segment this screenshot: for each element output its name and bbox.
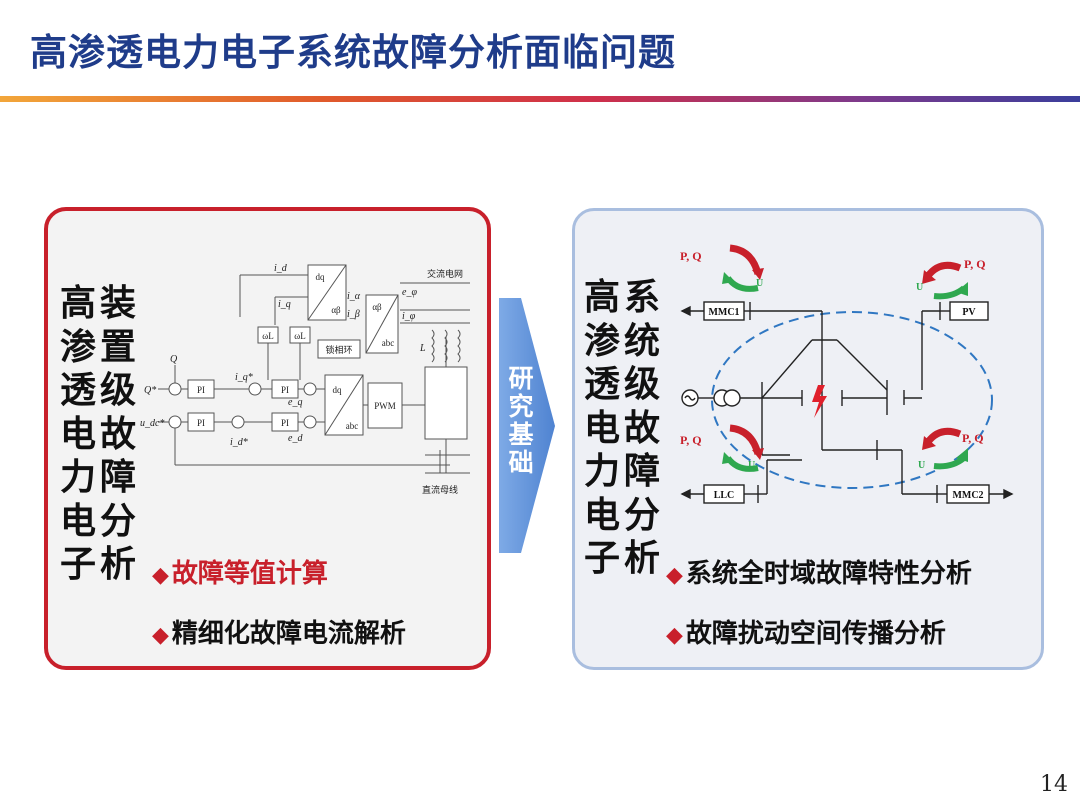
u-label-3: U: [748, 460, 755, 471]
node-pv: PV: [962, 307, 976, 318]
alpha-beta-label-1: αβ: [331, 305, 341, 315]
right-bullet-2-text: 故障扰动空间传播分析: [685, 619, 946, 649]
label-iq-ref: i_q*: [235, 372, 253, 383]
node-llc: LLC: [714, 490, 735, 501]
diamond-bullet-icon: ◆: [152, 623, 169, 648]
left-panel: [44, 207, 491, 670]
right-bullet-1: ◆系统全时域故障特性分析: [666, 553, 972, 590]
pq-label-1: P, Q: [680, 249, 702, 263]
abc-label-2: abc: [346, 421, 359, 431]
fault-lightning-icon: [812, 385, 827, 418]
label-ia: i_α: [347, 291, 361, 302]
slide-title: 高渗透电力电子系统故障分析面临问题: [30, 31, 676, 74]
wl-block-2: ωL: [294, 331, 305, 341]
right-bullet-2: ◆故障扰动空间传播分析: [666, 613, 946, 650]
left-bullet-1-text: 故障等值计算: [171, 559, 328, 589]
label-i-phi: i_φ: [402, 311, 416, 322]
research-basis-arrow: [499, 298, 555, 553]
u-label-2: U: [916, 282, 923, 293]
pwm-label: PWM: [374, 401, 396, 411]
label-ib: i_β: [347, 309, 360, 320]
node-mmc1: MMC1: [708, 307, 739, 318]
right-bullet-1-text: 系统全时域故障特性分析: [685, 559, 972, 589]
label-iq: i_q: [278, 299, 291, 310]
arrow-label: 研究基础: [508, 364, 534, 477]
pi-block-3: PI: [197, 418, 205, 428]
wl-block-1: ωL: [262, 331, 273, 341]
label-e-phi: e_φ: [402, 287, 417, 298]
dq-label-2: dq: [333, 385, 343, 395]
label-udc-ref: u_dc*: [140, 418, 164, 429]
pq-label-4: P, Q: [962, 431, 984, 445]
pi-block-2: PI: [281, 385, 289, 395]
diamond-bullet-icon: ◆: [152, 563, 169, 588]
page-number: 14: [1040, 772, 1068, 797]
diamond-bullet-icon: ◆: [666, 623, 683, 648]
dq-label-1: dq: [316, 272, 326, 282]
label-q-ref: Q*: [144, 385, 156, 396]
arrow-shape: [499, 298, 555, 553]
abc-label-1: abc: [382, 338, 395, 348]
label-id-ref: i_d*: [230, 437, 248, 448]
left-bullet-1: ◆故障等值计算: [152, 553, 328, 590]
diamond-bullet-icon: ◆: [666, 563, 683, 588]
label-l: L: [419, 343, 426, 354]
left-heading-col2: 装置级故障分析: [99, 283, 136, 585]
converter-control-diagram: i_d i_q i_q* i_d* Q Q* u_dc* e_q e_d i_α…: [140, 263, 470, 495]
system-network-diagram: P, Q P, Q P, Q P, Q U U U U MMC1 PV LLC …: [680, 244, 1014, 504]
right-heading-col2: 系统级故障分析: [623, 277, 660, 579]
left-bullet-2-text: 精细化故障电流解析: [171, 619, 406, 649]
label-q: Q: [170, 354, 178, 365]
grid-label: 交流电网: [427, 268, 463, 279]
pq-arrows: [722, 244, 968, 472]
left-heading-col1: 高渗透电力电子: [59, 283, 96, 585]
left-bullet-2: ◆精细化故障电流解析: [152, 613, 406, 650]
dc-bus-label: 直流母线: [422, 484, 458, 495]
pll-label: 锁相环: [325, 344, 352, 355]
title-underline: [0, 96, 1080, 102]
pi-block-1: PI: [197, 385, 205, 395]
pq-label-3: P, Q: [680, 433, 702, 447]
pq-label-2: P, Q: [964, 257, 986, 271]
node-mmc2: MMC2: [952, 490, 983, 501]
alpha-beta-label-2: αβ: [372, 302, 382, 312]
right-heading-col1: 高渗透电力电子: [583, 277, 620, 579]
fault-boundary: [711, 311, 993, 489]
label-eq: e_q: [288, 397, 302, 408]
label-ed: e_d: [288, 433, 303, 444]
u-label-1: U: [756, 278, 763, 289]
label-id: i_d: [274, 263, 288, 274]
pi-block-4: PI: [281, 418, 289, 428]
u-label-4: U: [918, 460, 925, 471]
